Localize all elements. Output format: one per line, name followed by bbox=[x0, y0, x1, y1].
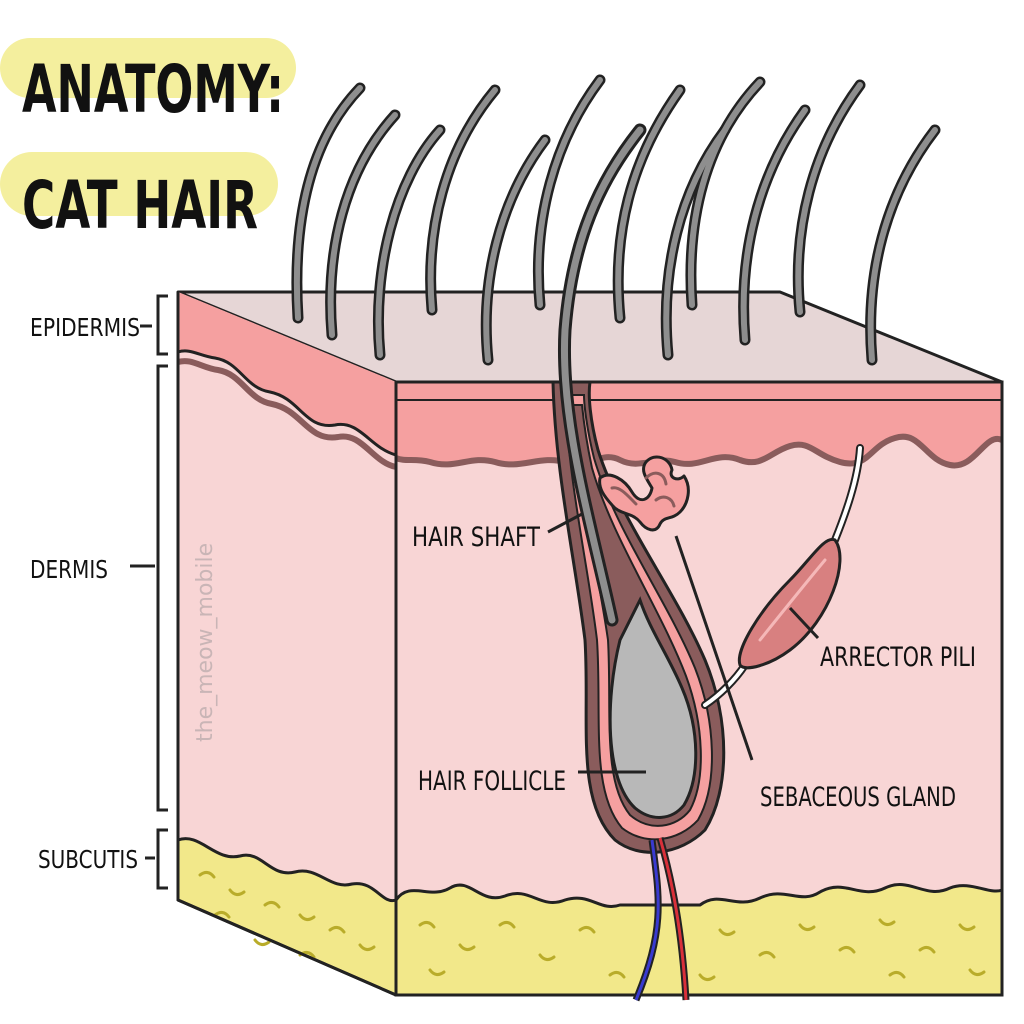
hair-bulb bbox=[608, 596, 698, 819]
label-hair-follicle: HAIR FOLLICLE bbox=[418, 766, 566, 797]
surface-hairs bbox=[291, 74, 941, 366]
title-line-1: ANATOMY: bbox=[22, 51, 284, 128]
leader-hair-shaft bbox=[547, 512, 583, 534]
label-sebaceous-gland: SEBACEOUS GLAND bbox=[760, 782, 956, 813]
leader-arrector-pili bbox=[788, 606, 820, 640]
left-face-subcutis bbox=[176, 837, 398, 997]
watermark: the_meow_mobile bbox=[193, 543, 218, 742]
front-face-epidermis bbox=[396, 382, 1002, 466]
label-arrector-pili: ARRECTOR PILI bbox=[820, 642, 976, 673]
main-hair-shaft-fill bbox=[560, 126, 644, 624]
left-face-dermis bbox=[178, 292, 396, 995]
block-outline-front bbox=[394, 380, 1004, 997]
title-line-2: CAT HAIR bbox=[22, 167, 258, 244]
label-hair-shaft: HAIR SHAFT bbox=[412, 522, 540, 553]
arrector-pili-striation bbox=[758, 558, 827, 642]
artery-fill bbox=[658, 837, 688, 1001]
sebaceous-gland bbox=[598, 455, 690, 532]
front-face-subcutis bbox=[394, 883, 1004, 997]
leader-sebaceous-gland bbox=[674, 535, 754, 761]
sebaceous-gland-inner bbox=[610, 471, 676, 508]
bracket-dermis bbox=[130, 364, 168, 812]
block-outline-left bbox=[176, 292, 397, 997]
front-dermis-wave bbox=[394, 433, 1004, 469]
title-highlight-2 bbox=[0, 152, 278, 216]
label-epidermis: EPIDERMIS bbox=[30, 313, 140, 342]
left-face-epidermis bbox=[178, 292, 396, 455]
left-dermis-wave bbox=[177, 358, 397, 470]
vein-fill bbox=[634, 839, 660, 1001]
label-dermis: DERMIS bbox=[30, 555, 108, 584]
label-subcutis: SUBCUTIS bbox=[38, 845, 138, 874]
fat-cell-marks bbox=[198, 870, 986, 982]
bracket-epidermis bbox=[140, 294, 168, 356]
left-epidermis-wave bbox=[177, 349, 397, 457]
title-highlight-1 bbox=[0, 38, 296, 98]
bracket-subcutis bbox=[145, 828, 168, 890]
